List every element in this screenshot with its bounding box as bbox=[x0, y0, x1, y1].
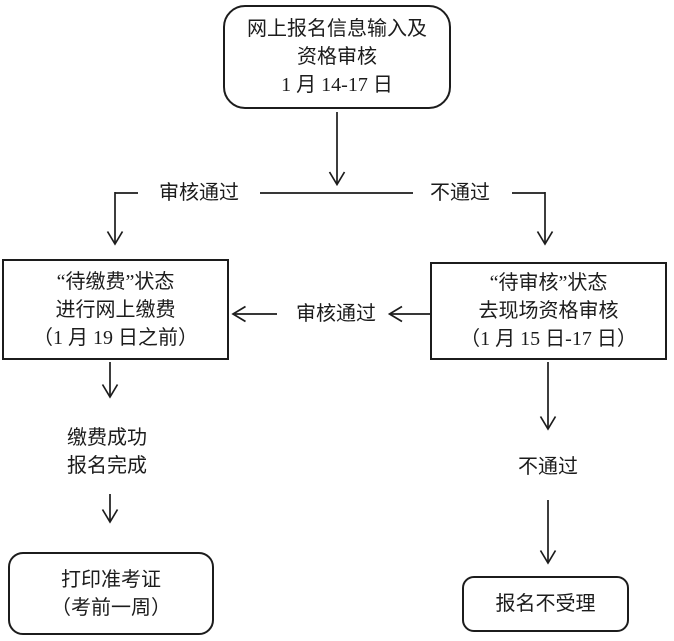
edge-label-payment-success: 缴费成功 报名完成 bbox=[57, 424, 157, 480]
node-print-ticket: 打印准考证 （考前一周） bbox=[8, 552, 214, 635]
node-text-line: （1 月 19 日之前） bbox=[33, 326, 198, 349]
edge-pay-to-success bbox=[101, 362, 119, 399]
node-text-line: 打印准考证 bbox=[61, 568, 161, 591]
node-online-registration: 网上报名信息输入及 资格审核 1 月 14-17 日 bbox=[223, 5, 451, 109]
edge-review-to-fail bbox=[539, 362, 557, 431]
edge-label-not-passed-right: 不通过 bbox=[421, 180, 499, 206]
node-text-line: “待缴费”状态 bbox=[56, 270, 175, 293]
node-text-line: 1 月 14-17 日 bbox=[281, 74, 393, 96]
edge-start-to-branch bbox=[260, 112, 413, 194]
edge-branch-to-review bbox=[512, 192, 554, 246]
node-text-line: （考前一周） bbox=[51, 596, 171, 619]
node-text-line: “待审核”状态 bbox=[489, 272, 608, 294]
edge-label-line: 报名完成 bbox=[67, 455, 147, 477]
edge-label-not-passed-lower: 不通过 bbox=[509, 454, 587, 480]
node-text-line: 资格审核 bbox=[297, 46, 377, 68]
edge-fail-to-reject bbox=[539, 500, 557, 565]
edge-label-line: 缴费成功 bbox=[67, 427, 147, 449]
edge-branch-to-pay bbox=[106, 192, 138, 246]
edge-success-to-print bbox=[101, 494, 119, 524]
edge-label-review-passed-mid: 审核通过 bbox=[287, 301, 385, 327]
node-text-line: （1 月 15 日-17 日） bbox=[460, 328, 637, 350]
node-text-line: 网上报名信息输入及 bbox=[247, 18, 427, 40]
node-text-line: 报名不受理 bbox=[495, 593, 596, 615]
edge-label-review-passed-left: 审核通过 bbox=[150, 180, 248, 206]
node-pending-payment: “待缴费”状态 进行网上缴费 （1 月 19 日之前） bbox=[2, 259, 229, 360]
node-text-line: 进行网上缴费 bbox=[55, 298, 176, 321]
node-text-line: 去现场资格审核 bbox=[478, 300, 619, 322]
node-pending-review: “待审核”状态 去现场资格审核 （1 月 15 日-17 日） bbox=[430, 262, 667, 360]
edge-review-to-pay bbox=[231, 305, 430, 323]
node-registration-rejected: 报名不受理 bbox=[462, 576, 629, 632]
